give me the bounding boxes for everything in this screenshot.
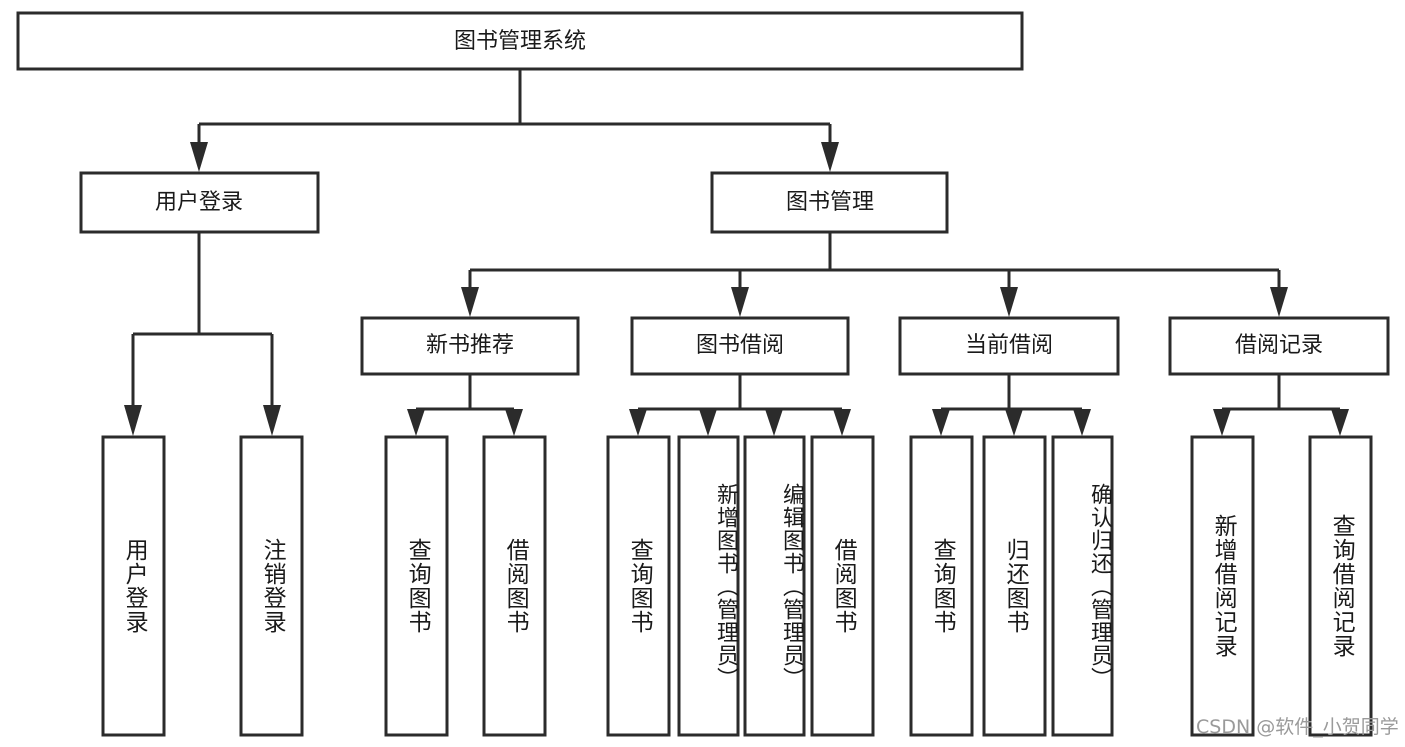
leaf-label-return-book: 归还图书 bbox=[1002, 538, 1029, 634]
connector-group-currentborrow bbox=[932, 374, 1091, 436]
node-borrow-record[interactable]: 借阅记录 bbox=[1168, 316, 1390, 376]
leaf-rect-borrow-book[interactable] bbox=[810, 435, 875, 737]
node-user-login[interactable]: 用户登录 bbox=[79, 171, 320, 234]
arrow-head-leaf-user-logout bbox=[263, 405, 281, 436]
leaf-label-confirm-return: 确认归还（管理员） bbox=[1087, 482, 1112, 690]
leaf-label-query-book-borrow: 查询图书 bbox=[626, 538, 653, 634]
arrow-head-current-borrow bbox=[1000, 287, 1018, 317]
node-user-login-rect[interactable] bbox=[79, 171, 320, 234]
leaf-rect-query-book-borrow[interactable] bbox=[606, 435, 671, 737]
node-root-label: 图书管理系统 bbox=[454, 29, 586, 54]
leaf-label-add-record: 新增借阅记录 bbox=[1210, 514, 1237, 658]
leaf-label-user-login: 用户登录 bbox=[121, 538, 148, 634]
node-book-manage-rect[interactable] bbox=[710, 171, 949, 234]
leaf-label-borrow-book-rec: 借阅图书 bbox=[502, 538, 529, 634]
arrow-head-leaf-edit-book bbox=[765, 409, 783, 436]
node-current-borrow-label: 当前借阅 bbox=[965, 333, 1053, 358]
leaf-rect-borrow-book-rec[interactable] bbox=[482, 435, 547, 737]
connector-group-borrowrecord bbox=[1213, 374, 1349, 436]
leaf-box-group bbox=[101, 435, 1373, 737]
leaf-rect-query-book-cur[interactable] bbox=[909, 435, 974, 737]
node-borrow-record-rect[interactable] bbox=[1168, 316, 1390, 376]
leaf-rect-return-book[interactable] bbox=[982, 435, 1047, 737]
connector-group-bookmanage bbox=[461, 232, 1288, 317]
node-new-book-recommend-rect[interactable] bbox=[360, 316, 580, 376]
arrow-head-leaf-borrow-book bbox=[833, 409, 851, 436]
leaf-rect-user-login[interactable] bbox=[101, 435, 166, 737]
leaf-label-query-book-cur: 查询图书 bbox=[929, 538, 956, 634]
node-current-borrow-rect[interactable] bbox=[898, 316, 1120, 376]
leaf-label-query-record: 查询借阅记录 bbox=[1328, 514, 1355, 658]
leaf-label-edit-book: 编辑图书（管理员） bbox=[779, 482, 804, 690]
arrow-head-userlogin bbox=[190, 142, 208, 172]
arrow-head-leaf-return-book bbox=[1005, 409, 1023, 436]
leaf-rect-add-record[interactable] bbox=[1190, 435, 1255, 737]
connector-group-userlogin bbox=[124, 232, 281, 436]
node-book-manage[interactable]: 图书管理 bbox=[710, 171, 949, 234]
node-book-borrow-rect[interactable] bbox=[630, 316, 850, 376]
csdn-watermark: CSDN @软件_小贺同学 bbox=[1196, 716, 1399, 738]
node-root-rect[interactable] bbox=[16, 11, 1024, 71]
node-book-borrow[interactable]: 图书借阅 bbox=[630, 316, 850, 376]
arrow-head-borrow-record bbox=[1270, 287, 1288, 317]
leaf-rect-confirm-return[interactable] bbox=[1051, 435, 1114, 737]
node-borrow-record-label: 借阅记录 bbox=[1235, 333, 1323, 358]
node-book-manage-label: 图书管理 bbox=[786, 190, 874, 215]
leaf-rect-add-book[interactable] bbox=[677, 435, 740, 737]
arrow-head-bookmanage bbox=[821, 142, 839, 172]
arrow-head-leaf-query-record bbox=[1331, 409, 1349, 436]
leaf-label-borrow-book: 借阅图书 bbox=[830, 538, 857, 634]
leaf-rect-user-logout[interactable] bbox=[239, 435, 304, 737]
leaf-rect-edit-book[interactable] bbox=[743, 435, 806, 737]
node-book-borrow-label: 图书借阅 bbox=[696, 333, 784, 358]
node-new-book-recommend-label: 新书推荐 bbox=[426, 333, 514, 358]
leaf-rect-query-record[interactable] bbox=[1308, 435, 1373, 737]
connector-group-bookborrow bbox=[629, 374, 851, 436]
node-new-book-recommend[interactable]: 新书推荐 bbox=[360, 316, 580, 376]
node-user-login-label: 用户登录 bbox=[155, 190, 243, 215]
arrow-head-leaf-add-record bbox=[1213, 409, 1231, 436]
arrow-head-leaf-query-book-rec bbox=[407, 409, 425, 436]
connector-group-root bbox=[190, 69, 839, 172]
arrow-head-leaf-add-book bbox=[699, 409, 717, 436]
arrow-head-book-borrow bbox=[731, 287, 749, 317]
arrow-head-new-book-recommend bbox=[461, 287, 479, 317]
connector-group-newbook bbox=[407, 374, 523, 436]
arrow-head-leaf-query-book-cur bbox=[932, 409, 950, 436]
node-current-borrow[interactable]: 当前借阅 bbox=[898, 316, 1120, 376]
node-root[interactable]: 图书管理系统 bbox=[16, 11, 1024, 71]
arrow-head-leaf-query-book-borrow bbox=[629, 409, 647, 436]
leaf-label-add-book: 新增图书（管理员） bbox=[713, 482, 738, 690]
arrow-head-leaf-confirm-return bbox=[1073, 409, 1091, 436]
arrow-head-leaf-user-login bbox=[124, 405, 142, 436]
leaf-label-query-book-rec: 查询图书 bbox=[404, 538, 431, 634]
leaf-label-user-logout: 注销登录 bbox=[259, 538, 286, 634]
arrow-head-leaf-borrow-book-rec bbox=[505, 409, 523, 436]
leaf-rect-query-book-rec[interactable] bbox=[384, 435, 449, 737]
